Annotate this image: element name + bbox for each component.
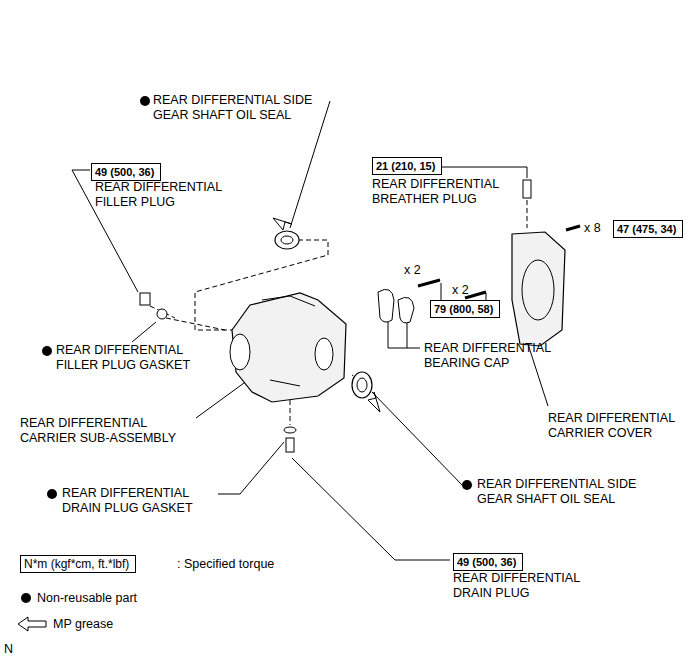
part-label: REAR DIFFERENTIAL DRAIN PLUG — [453, 571, 603, 601]
part-label: REAR DIFFERENTIAL FILLER PLUG — [95, 180, 245, 210]
part-label: REAR DIFFERENTIAL BREATHER PLUG — [372, 177, 522, 207]
torque-value: 21 (210, 15) — [376, 159, 438, 173]
part-label: REAR DIFFERENTIAL CARRIER COVER — [548, 411, 690, 441]
torque-box: 79 (800, 58) — [430, 300, 500, 318]
part-label: REAR DIFFERENTIAL BEARING CAP — [424, 341, 574, 371]
part-label: x 2 — [404, 263, 434, 278]
torque-value: 79 (800, 58) — [434, 302, 496, 316]
legend-text: MP grease — [53, 617, 113, 632]
part-label: REAR DIFFERENTIAL SIDE GEAR SHAFT OIL SE… — [153, 93, 338, 123]
part-label: x 8 — [584, 221, 614, 236]
torque-value: 49 (500, 36) — [457, 555, 519, 569]
part-label: REAR DIFFERENTIAL FILLER PLUG GASKET — [56, 343, 206, 373]
torque-value: N*m (kgf*cm, ft.*lbf) — [24, 557, 132, 571]
torque-box: 21 (210, 15) — [372, 157, 442, 175]
torque-value: 47 (475, 34) — [617, 222, 679, 236]
part-label: REAR DIFFERENTIAL DRAIN PLUG GASKET — [62, 486, 212, 516]
torque-box: 47 (475, 34) — [613, 220, 683, 238]
torque-value: 49 (500, 36) — [95, 165, 157, 179]
torque-box: 49 (500, 36) — [91, 163, 161, 181]
legend-sample-box: N*m (kgf*cm, ft.*lbf) — [20, 555, 136, 573]
legend-text: : Specified torque — [177, 557, 274, 572]
legend-text: Non-reusable part — [37, 591, 137, 606]
part-label: REAR DIFFERENTIAL SIDE GEAR SHAFT OIL SE… — [477, 477, 662, 507]
torque-box: 49 (500, 36) — [453, 553, 523, 571]
part-label: N — [4, 642, 24, 657]
part-label: x 2 — [452, 283, 482, 298]
part-label: REAR DIFFERENTIAL CARRIER SUB-ASSEMBLY — [20, 416, 198, 446]
